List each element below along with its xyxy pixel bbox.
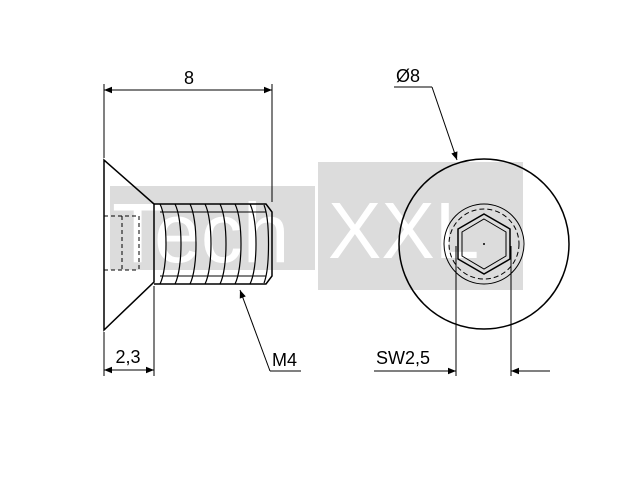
- hex-socket: [457, 213, 511, 275]
- side-view: 8 2,3 M4: [103, 68, 301, 376]
- head-circle: [398, 158, 570, 330]
- watermark-right-box: [318, 162, 523, 290]
- hex-socket-inner: [461, 218, 507, 270]
- front-view: Ø8 SW2,5: [374, 66, 570, 376]
- socket-hidden-lines: [104, 215, 140, 271]
- socket-circle-inner: [448, 208, 520, 280]
- screw-head-outline: [103, 158, 155, 332]
- dimension-length-label: 8: [184, 68, 194, 88]
- dimension-head-diameter: Ø8: [394, 66, 458, 161]
- dimension-head-height-label: 2,3: [115, 347, 140, 367]
- dimension-thread-label: M4: [272, 350, 297, 370]
- thread-crests: [159, 203, 270, 285]
- screw-shank-outline: [154, 203, 273, 285]
- socket-circle-outer: [443, 203, 525, 285]
- dimension-head-height: 2,3: [103, 286, 155, 376]
- dimension-socket: SW2,5: [374, 246, 550, 376]
- watermark-left-band: [110, 186, 315, 270]
- dimension-thread: M4: [239, 289, 301, 372]
- dimension-socket-label: SW2,5: [376, 348, 430, 368]
- watermark-left-text: Tech: [112, 186, 289, 280]
- dimension-head-diameter-label: Ø8: [396, 66, 420, 86]
- dimension-length: 8: [103, 68, 273, 202]
- watermark: Tech XXL: [110, 162, 523, 290]
- center-point: [483, 243, 485, 245]
- watermark-right-text: XXL: [328, 186, 479, 275]
